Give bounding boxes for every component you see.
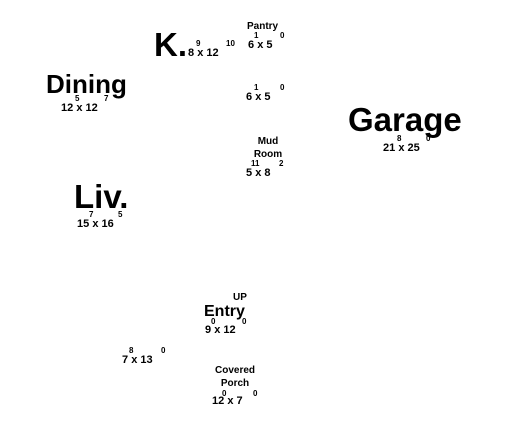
garage-label: Garage bbox=[348, 101, 462, 138]
mud-room-label-line1: Mud bbox=[257, 136, 279, 147]
porch-dimensions: 12 x 7 bbox=[212, 395, 243, 407]
living-label: Liv. bbox=[74, 178, 129, 215]
living-dim-b-sup: 5 bbox=[118, 210, 123, 219]
mud-room-dim-b-sup: 2 bbox=[279, 159, 284, 168]
pantry-label: Pantry bbox=[247, 21, 279, 32]
unlabeled-room-dim-b-sup: 0 bbox=[161, 346, 166, 355]
pantry-dimensions: 6 x 5 bbox=[248, 39, 273, 51]
living-dimensions: 15 x 16 bbox=[77, 218, 114, 230]
stairs-up-label: UP bbox=[233, 292, 247, 303]
dining-dim-a-sup: 5 bbox=[75, 94, 80, 103]
dining-dimensions: 12 x 12 bbox=[61, 102, 98, 114]
unlabeled-room-dimensions: 7 x 13 bbox=[122, 354, 153, 366]
entry-dimensions: 9 x 12 bbox=[205, 324, 236, 336]
porch-label-line2: Porch bbox=[220, 378, 250, 389]
mud-room-label-line2: Room bbox=[253, 149, 283, 160]
pantry-dim-b-sup: 0 bbox=[280, 31, 285, 40]
dining-label: Dining bbox=[46, 69, 127, 99]
garage-dim-b-sup: 0 bbox=[426, 134, 431, 143]
small-room-dim-a-sup: 1 bbox=[254, 83, 259, 92]
entry-dim-a-sup: 0 bbox=[211, 317, 216, 326]
kitchen-label: K. bbox=[154, 26, 187, 63]
kitchen-dim-b-sup: 10 bbox=[226, 39, 235, 48]
entry-label: Entry bbox=[204, 303, 245, 320]
kitchen-dimensions: 8 x 12 bbox=[188, 47, 219, 59]
porch-dim-a-sup: 0 bbox=[222, 389, 227, 398]
porch-label-line1: Covered bbox=[214, 365, 255, 376]
dining-dim-b-sup: 7 bbox=[104, 94, 109, 103]
living-dim-a-sup: 7 bbox=[89, 210, 94, 219]
unlabeled-room-dim-a-sup: 8 bbox=[129, 346, 134, 355]
small-room-dimensions: 6 x 5 bbox=[246, 91, 271, 103]
kitchen-dim-a-sup: 9 bbox=[196, 39, 201, 48]
entry-dim-b-sup: 0 bbox=[242, 317, 247, 326]
garage-dimensions: 21 x 25 bbox=[383, 142, 420, 154]
mud-room-dimensions: 5 x 8 bbox=[246, 167, 271, 179]
small-room-dim-b-sup: 0 bbox=[280, 83, 285, 92]
porch-dim-b-sup: 0 bbox=[253, 389, 258, 398]
pantry-dim-a-sup: 1 bbox=[254, 31, 259, 40]
mud-room-dim-a-sup: 11 bbox=[251, 159, 260, 168]
garage-dim-a-sup: 8 bbox=[397, 134, 402, 143]
